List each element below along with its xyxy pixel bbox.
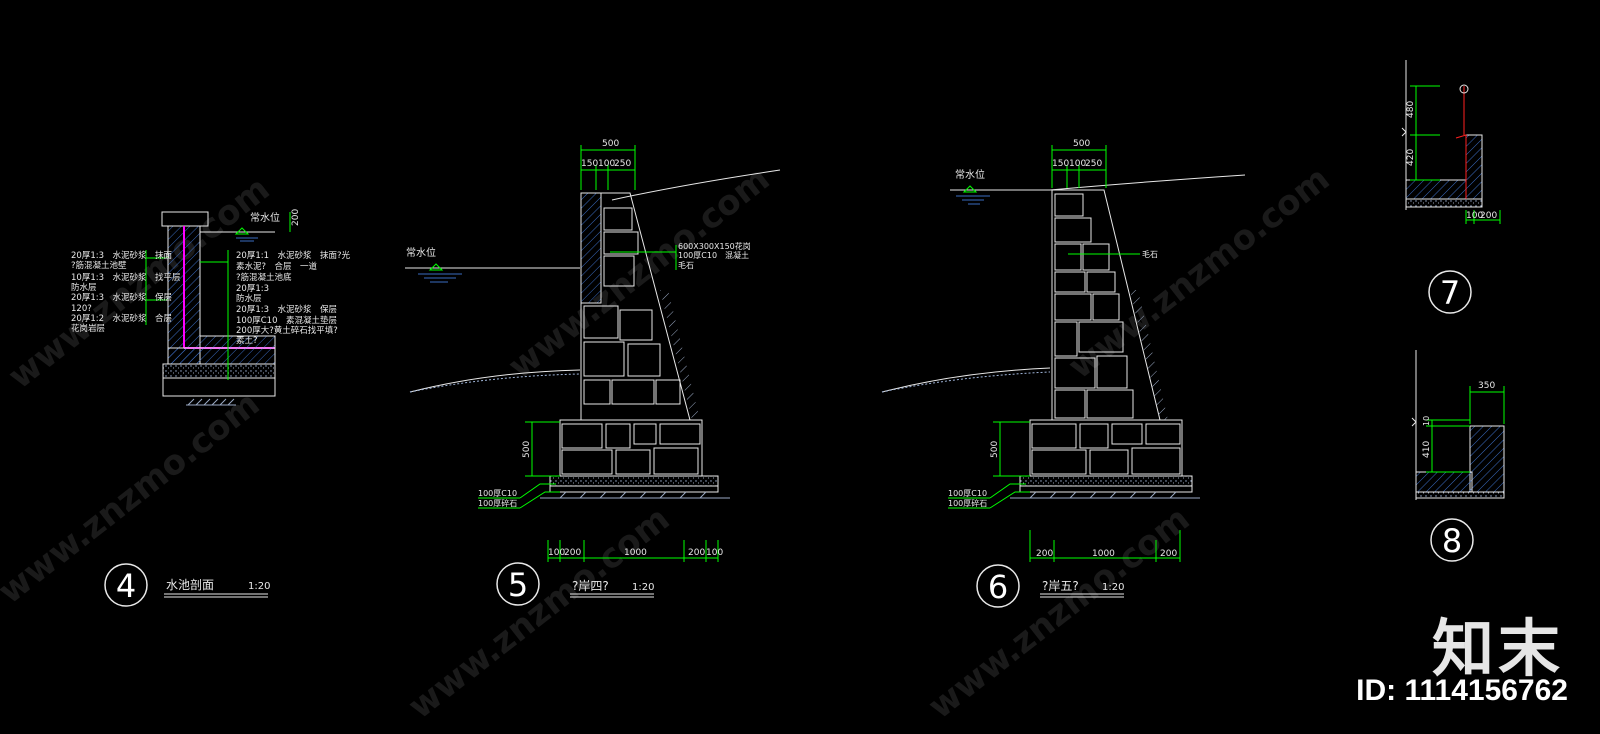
dim-label: 500	[602, 139, 619, 149]
note-text: 100厚C10	[948, 489, 987, 498]
right-notes: 20厚1:1 水泥砂浆 抹面?光 素水泥? 合层 一道 ?筋混凝土池底 20厚1…	[236, 250, 351, 346]
dim-label: 500	[990, 441, 1000, 458]
dim-label: 200	[564, 548, 581, 558]
water-level-label: 常水位	[955, 168, 985, 181]
watermark-text: www.znzmo.com	[501, 159, 777, 387]
note-text: 100厚碎石	[478, 498, 517, 508]
dim-label: 350	[1478, 381, 1495, 391]
section-8-detail: 350 10 410 8	[1411, 350, 1505, 562]
note-text: 100厚C10 素混凝土垫层	[236, 315, 337, 326]
dim-label: 250	[614, 159, 631, 169]
note-text: 毛石	[1142, 249, 1158, 259]
section-6-revetment: 常水位	[881, 139, 1246, 608]
left-notes: 20厚1:3 水泥砂浆 抹面 ?筋混凝土池壁 10厚1:3 水泥砂浆 找平层 防…	[71, 250, 181, 334]
section-scale: 1:20	[632, 582, 654, 593]
section-4-pool: 常水位 200 20厚1:3 水泥砂浆 抹面 ?筋混凝土池壁 10厚1:3 水泥…	[71, 209, 351, 607]
note-text: 20厚1:3 水泥砂浆 保层	[71, 292, 172, 303]
dim-label: 100	[1466, 211, 1483, 221]
note-text: 防水层	[71, 282, 97, 293]
brand-logo: 知末	[1431, 612, 1564, 685]
section-scale: 1:20	[248, 581, 270, 592]
dim-label: 100	[1069, 159, 1086, 169]
dim-label: 10	[1422, 416, 1431, 426]
note-text: 100厚C10 混凝土	[678, 250, 749, 260]
dim-label: 420	[1406, 149, 1416, 166]
dim-label: 200	[1480, 211, 1497, 221]
note-text: 素土?	[236, 335, 258, 346]
watermark-text: www.znzmo.com	[1061, 159, 1337, 387]
note-text: ?筋混凝土池壁	[71, 260, 127, 271]
section-number: 7	[1440, 274, 1460, 312]
water-level-label: 常水位	[250, 211, 280, 224]
section-number: 8	[1442, 522, 1462, 560]
dim-label: 150	[581, 159, 598, 169]
dim-label: 100	[706, 548, 723, 558]
section-number: 5	[508, 566, 528, 604]
section-title: ?岸五?	[1042, 579, 1079, 593]
note-text: 10厚1:3 水泥砂浆 找平层	[71, 272, 181, 283]
note-text: 200厚大?黄土碎石找平填?	[236, 325, 338, 336]
watermarks: www.znzmo.com www.znzmo.com www.znzmo.co…	[0, 159, 1337, 727]
dim-label: 200	[1160, 549, 1177, 559]
dim-label: 100	[548, 548, 565, 558]
section-title: ?岸四?	[572, 579, 609, 593]
section-scale: 1:20	[1102, 582, 1124, 593]
note-text: 花岗岩层	[71, 323, 105, 334]
dim-label: 100	[598, 159, 615, 169]
dim-label: 1000	[624, 548, 647, 558]
note-text: 100厚碎石	[948, 498, 987, 508]
watermark-text: www.znzmo.com	[401, 499, 677, 727]
note-text: 20厚1:3	[236, 284, 269, 294]
note-text: 防水层	[236, 293, 262, 304]
water-level-label: 常水位	[406, 246, 436, 259]
section-number: 4	[116, 567, 136, 605]
section-title: 水池剖面	[166, 578, 214, 592]
section-number: 6	[988, 568, 1008, 606]
dim-label: 250	[1085, 159, 1102, 169]
note-text: 120?	[71, 304, 92, 314]
note-text: 20厚1:3 水泥砂浆 保层	[236, 304, 337, 315]
note-text: 100厚C10	[478, 489, 517, 498]
note-text: 毛石	[678, 260, 694, 270]
note-text: 20厚1:2 水泥砂浆 合层	[71, 313, 172, 324]
dim-label: 480	[1406, 101, 1416, 118]
watermark-text: www.znzmo.com	[921, 499, 1197, 727]
note-text: 20厚1:3 水泥砂浆 抹面	[71, 250, 172, 261]
dim-label: 410	[1422, 441, 1432, 458]
note-text: 600X300X150花岗	[678, 241, 751, 251]
image-id: ID: 1114156762	[1356, 674, 1568, 707]
dim-label: 150	[1052, 159, 1069, 169]
section-7-detail: 480 420 100 200 7	[1401, 60, 1501, 314]
dim-label: 1000	[1092, 549, 1115, 559]
note-text: 20厚1:1 水泥砂浆 抹面?光	[236, 250, 351, 261]
dim-label: 500	[1073, 139, 1090, 149]
dim-label: 200	[291, 209, 301, 226]
dim-label: 200	[1036, 549, 1053, 559]
dim-label: 500	[522, 441, 532, 458]
dim-label: 200	[688, 548, 705, 558]
note-text: ?筋混凝土池底	[236, 272, 292, 283]
note-text: 素水泥? 合层 一道	[236, 261, 318, 272]
section-5-revetment: 常水位	[405, 139, 781, 606]
